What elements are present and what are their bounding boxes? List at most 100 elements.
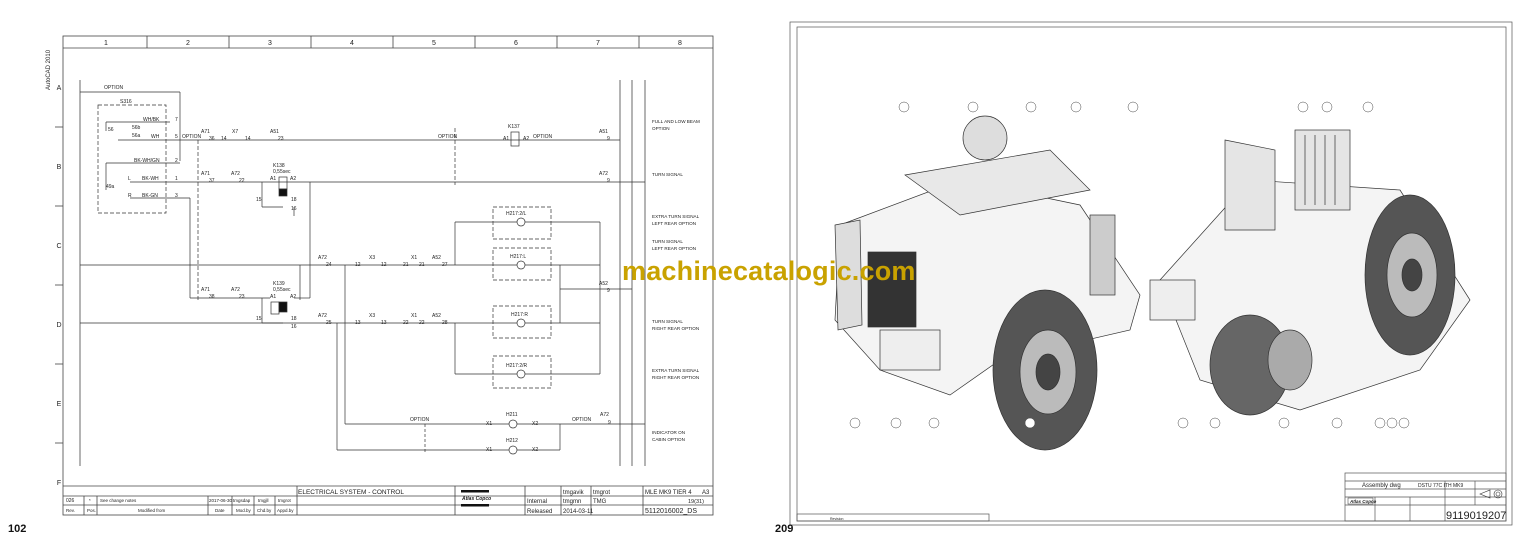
schematic-label: 38	[209, 294, 215, 300]
column-number: 2	[186, 40, 190, 47]
schematic-label: 5	[175, 134, 178, 140]
schematic-label: BK-WH	[142, 176, 159, 182]
schematic-label: 16	[291, 324, 297, 330]
schematic-label: 24	[326, 262, 332, 268]
schematic-label: A72	[599, 171, 608, 177]
callout-bubble	[1070, 101, 1082, 113]
schematic-label: X1	[411, 255, 417, 261]
schematic-label: 13	[355, 320, 361, 326]
schematic-label: A72	[231, 287, 240, 293]
schematic-label: A1	[270, 176, 276, 182]
confidentiality: Internal	[527, 499, 547, 505]
row-letter: B	[57, 164, 62, 171]
issue-date: 2014-03-11	[563, 509, 594, 515]
schematic-label: 14	[245, 136, 251, 142]
schematic-label: H211	[506, 412, 518, 418]
row-letter: A	[57, 85, 62, 92]
schematic-label: 56b	[132, 125, 141, 131]
schematic-label: A71	[201, 171, 210, 177]
callout-bubble	[1297, 101, 1309, 113]
schematic-label: A1	[270, 294, 276, 300]
schematic-label: 27	[442, 262, 448, 268]
schematic-label: 3	[175, 193, 178, 199]
schematic-label: A72	[318, 313, 327, 319]
schematic-label: X7	[232, 129, 238, 135]
atlas-copco-logo-right: Atlas Copco	[1347, 497, 1377, 505]
callout-bubble	[890, 417, 902, 429]
header-modified-from: Modified from	[138, 508, 166, 513]
circuit-description: LEFT REAR OPTION	[652, 221, 696, 226]
atlas-copco-logo: Atlas Copco	[461, 490, 491, 507]
schematic-label: 56	[108, 127, 114, 133]
schematic-label: 22	[403, 320, 409, 326]
schematic-label: 21	[403, 262, 409, 268]
schematic-label: X2	[532, 447, 538, 453]
schematic-label: 37	[209, 178, 215, 184]
schematic-label: A72	[318, 255, 327, 261]
schematic-label: 9	[607, 178, 610, 184]
schematic-label: 21	[419, 262, 425, 268]
right-drawing-sheet	[789, 21, 1513, 526]
schematic-label: OPTION	[410, 417, 430, 423]
machine-illustration-rear	[1149, 129, 1471, 416]
schematic-label: K138	[273, 163, 285, 169]
schematic-label: 22	[419, 320, 425, 326]
schematic-label: X1	[411, 313, 417, 319]
revision-number: 026	[66, 498, 75, 504]
circuit-description: OPTION	[652, 126, 670, 131]
callout-bubble	[1127, 101, 1139, 113]
schematic-label: A52	[432, 255, 441, 261]
header-date: Date	[215, 508, 225, 513]
schematic-label: 0,55sec	[273, 287, 291, 293]
watermark: machinecatalogic.com	[622, 256, 916, 286]
svg-text:Atlas Copco: Atlas Copco	[1349, 499, 1377, 504]
schematic-label: OPTION	[182, 134, 202, 140]
sheet-number: 19(31)	[688, 499, 704, 505]
right-drawing-title: Assembly dwg	[1362, 483, 1401, 489]
schematic-label: 22	[239, 178, 245, 184]
callout-bubble	[1209, 417, 1221, 429]
callout-bubble	[928, 417, 940, 429]
schematic-label: R	[128, 193, 132, 199]
circuit-description: TURN SIGNAL	[652, 319, 683, 324]
schematic-label: A72	[231, 171, 240, 177]
column-number: 7	[596, 40, 600, 47]
schematic-label: X1	[486, 421, 492, 427]
circuit-description: EXTRA TURN SIGNAL	[652, 368, 700, 373]
schematic-label: A71	[201, 129, 210, 135]
schematic-label: 56a	[132, 133, 141, 139]
schematic-wiring	[80, 91, 645, 455]
callout-bubble	[1386, 417, 1398, 429]
schematic-label: A52	[599, 281, 608, 287]
column-number: 3	[268, 40, 272, 47]
schematic-label: A51	[270, 129, 279, 135]
status: Released	[527, 509, 552, 515]
schematic-label: 9	[607, 136, 610, 142]
row-letter: F	[57, 480, 61, 487]
revision-chd-by: tmgjll	[258, 498, 269, 503]
document-number: 5112016002_DS	[645, 508, 697, 515]
schematic-label: WH/BK	[143, 117, 160, 123]
schematic-label: 25	[326, 320, 332, 326]
header-chd-by: Chd.by	[257, 508, 272, 513]
column-number: 5	[432, 40, 436, 47]
schematic-label: X3	[369, 255, 375, 261]
schematic-label: BK-WH/GN	[134, 158, 160, 164]
schematic-label: 15	[256, 316, 262, 322]
circuit-description: RIGHT REAR OPTION	[652, 326, 699, 331]
callout-bubble	[1177, 417, 1189, 429]
schematic-label: A2	[290, 176, 296, 182]
column-number: 4	[350, 40, 354, 47]
callout-bubble	[967, 101, 979, 113]
right-document-number: 9119019207	[1446, 510, 1506, 522]
right-title-block: Assembly dwg DSTU 77C ITH MK9 Atlas Copc…	[830, 483, 1506, 522]
schematic-label: A2	[523, 136, 529, 142]
callout-bubble	[1374, 417, 1386, 429]
circuit-description: LEFT REAR OPTION	[652, 246, 696, 251]
schematic-label: X2	[532, 421, 538, 427]
schematic-label: 1	[175, 176, 178, 182]
drawing-owner: TMG	[593, 499, 607, 505]
header-appd-by: Appd.by	[277, 508, 294, 513]
